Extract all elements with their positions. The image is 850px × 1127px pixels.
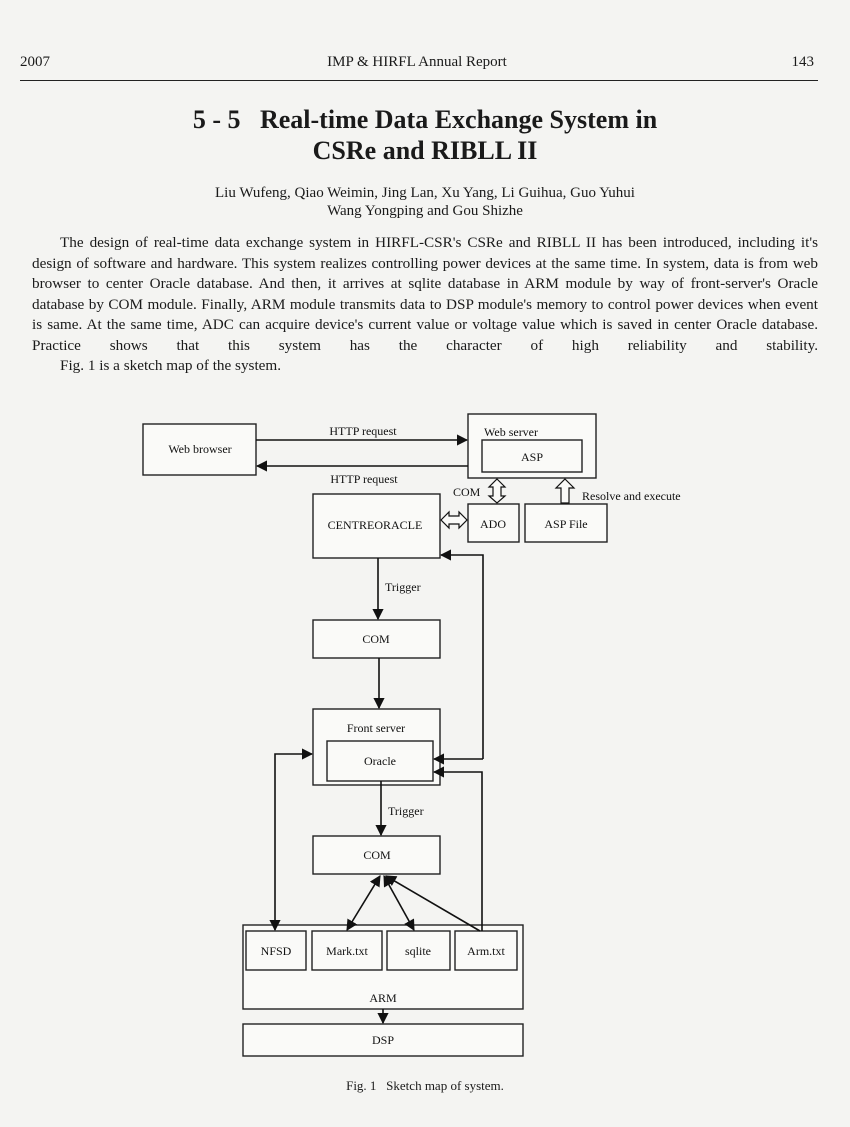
box-com-bottom [312, 835, 441, 875]
label-com-top: COM [362, 632, 390, 646]
figure-caption: Fig. 1 Sketch map of system. [346, 1078, 504, 1093]
header-year: 2007 [20, 54, 50, 70]
label-oracle: Oracle [364, 754, 396, 768]
label-web-browser: Web browser [168, 442, 231, 456]
label-arm-txt: Arm.txt [467, 944, 505, 958]
label-sqlite: sqlite [405, 944, 431, 958]
label-trigger-top: Trigger [385, 580, 421, 594]
box-com-top [312, 619, 441, 659]
arrow-nfsd-front [269, 748, 314, 932]
label-dsp: DSP [372, 1033, 394, 1047]
arrow-loop-to-centre [439, 549, 484, 759]
box-web-browser [142, 423, 257, 476]
header-page-number: 143 [791, 54, 815, 70]
label-http-request-top: HTTP request [329, 424, 397, 438]
label-front-server: Front server [347, 721, 405, 735]
hollow-arrow-aspfile-webserver [554, 478, 576, 504]
label-resolve-execute: Resolve and execute [582, 489, 681, 503]
label-mark-txt: Mark.txt [326, 944, 368, 958]
label-web-server: Web server [484, 425, 538, 439]
label-trigger-bottom: Trigger [388, 804, 424, 818]
box-ado [467, 503, 520, 543]
line-com-armtxt [385, 875, 481, 932]
box-arm [242, 924, 524, 1010]
header-rule [20, 80, 818, 81]
figure-intro: Fig. 1 is a sketch map of the system. [60, 357, 282, 374]
abstract-paragraph: The design of real-time data exchange sy… [32, 234, 818, 354]
label-centre-oracle: CENTREORACLE [328, 518, 423, 532]
authors-line-1: Liu Wufeng, Qiao Weimin, Jing Lan, Xu Ya… [215, 185, 635, 201]
article-title: 5 - 5 Real-time Data Exchange System in … [0, 104, 850, 166]
label-nfsd: NFSD [261, 944, 292, 958]
label-ado: ADO [480, 517, 506, 531]
arrow-armtxt-to-oracle [432, 766, 483, 931]
box-front-server [312, 708, 441, 786]
article-title-line-1: 5 - 5 Real-time Data Exchange System in [192, 105, 658, 134]
hollow-arrow-ado-asp [487, 478, 507, 504]
box-sqlite [386, 930, 451, 971]
abstract: The design of real-time data exchange sy… [32, 233, 818, 377]
box-mark-txt [311, 930, 383, 971]
box-web-server [467, 413, 597, 479]
hollow-arrow-centre-ado [440, 510, 468, 530]
label-asp-file: ASP File [544, 517, 587, 531]
arrow-com-sqlite [383, 875, 415, 931]
label-arm: ARM [369, 991, 397, 1005]
label-http-request-bottom: HTTP request [330, 472, 398, 486]
box-oracle [326, 740, 434, 782]
authors-line-2: Wang Yongping and Gou Shizhe [327, 203, 523, 219]
box-nfsd [245, 930, 307, 971]
header-journal: IMP & HIRFL Annual Report [327, 54, 507, 70]
box-dsp [242, 1023, 524, 1057]
box-asp-file [524, 503, 608, 543]
label-com-bottom: COM [363, 848, 391, 862]
box-arm-txt [454, 930, 518, 971]
box-asp [481, 439, 583, 473]
article-title-line-2: CSRe and RIBLL II [312, 136, 538, 165]
authors: Liu Wufeng, Qiao Weimin, Jing Lan, Xu Ya… [0, 184, 850, 220]
running-head: 2007 IMP & HIRFL Annual Report 143 [20, 54, 814, 74]
box-centre-oracle [312, 493, 441, 559]
label-asp: ASP [521, 450, 543, 464]
arrow-com-mark [346, 875, 381, 931]
label-com-link: COM [453, 485, 481, 499]
